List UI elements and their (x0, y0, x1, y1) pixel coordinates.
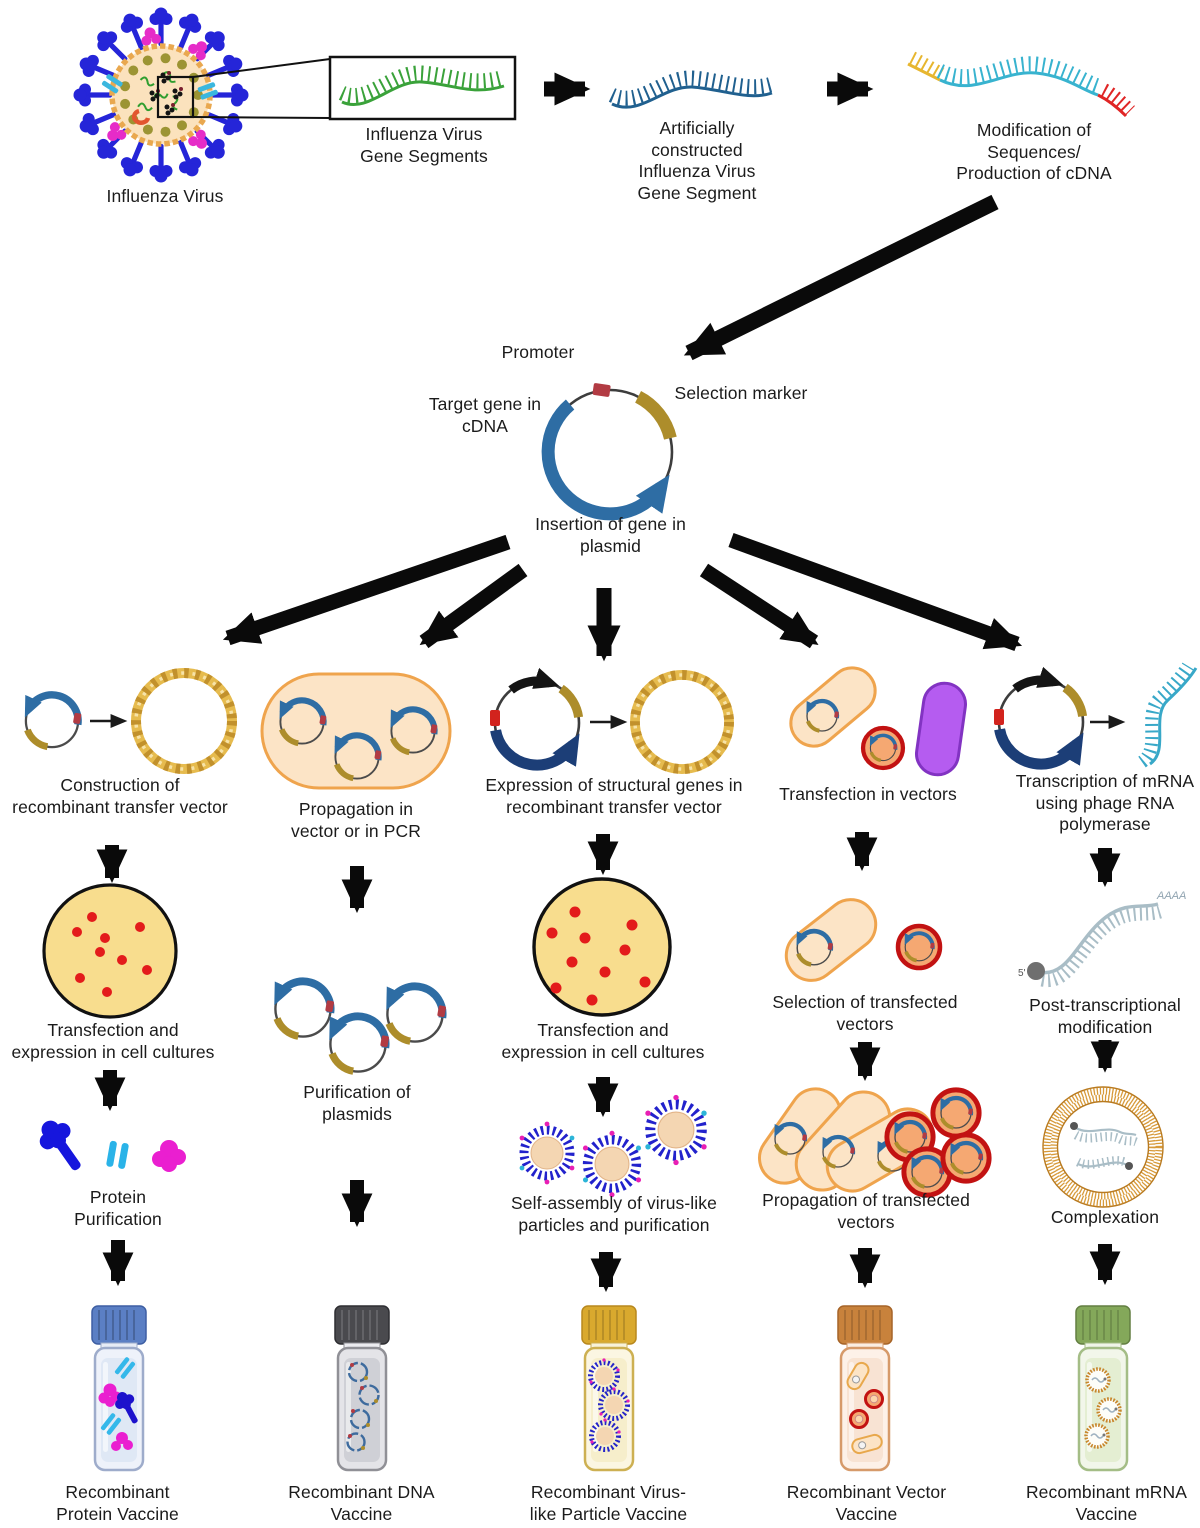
label-artificial-segment: Artificially constructed Influenza Virus… (637, 118, 757, 204)
influenza-virus-icon (73, 7, 249, 183)
five-prime-label: 5' (1018, 968, 1026, 979)
label-target-gene: Target gene in cDNA (428, 394, 542, 436)
label-insertion-caption: Insertion of gene in plasmid (535, 514, 686, 556)
capped-mrna-icon-b5: 5' AAAA (1018, 890, 1186, 988)
mrna-icon-b5 (1137, 662, 1198, 768)
label-b3-step2: Transfection and expression in cell cult… (501, 1020, 705, 1062)
label-vaccine-protein: Recombinant Protein Vaccine (56, 1482, 179, 1524)
label-gene-segments: Influenza Virus Gene Segments (360, 124, 488, 166)
vial-vector (837, 1305, 893, 1472)
label-modification: Modification of Sequences/ Production of… (956, 120, 1112, 184)
label-b2-step2: Purification of plasmids (303, 1082, 411, 1124)
fan-arrow-5 (728, 532, 1023, 652)
bacteria-capsule-icon-b2 (260, 672, 452, 790)
transfer-vector-ring-b3 (635, 675, 729, 769)
label-influenza-virus: Influenza Virus (106, 186, 224, 206)
selected-vectors-icon-b4 (784, 898, 940, 982)
label-b1-step3: Protein Purification (74, 1187, 162, 1229)
vlp-icons-b3 (520, 1095, 707, 1197)
petri-dish-icon-b3 (532, 877, 672, 1017)
poly-a-label: AAAA (1156, 890, 1186, 902)
label-b3-step3: Self-assembly of virus-like particles an… (511, 1193, 717, 1235)
plasmids-icon-b2 (275, 981, 446, 1071)
vectors-icon-b4 (789, 666, 967, 777)
lnp-icon-b5 (1042, 1086, 1164, 1208)
label-vaccine-vector: Recombinant Vector Vaccine (786, 1482, 947, 1524)
plasmid-icon-b5 (994, 680, 1083, 764)
petri-dish-icon-b1 (42, 883, 178, 1019)
plasmid-icon-b3 (490, 681, 579, 765)
cdna-rna-icon (907, 51, 1135, 118)
fan-arrow-2 (419, 563, 528, 649)
vial-mrna (1075, 1305, 1131, 1472)
vial-vlp (581, 1305, 637, 1472)
label-b5-step3: Complexation (1050, 1207, 1160, 1227)
label-b1-step2: Transfection and expression in cell cult… (11, 1020, 215, 1062)
label-vaccine-dna: Recombinant DNA Vaccine (288, 1482, 435, 1524)
label-b5-step2: Post-transcriptional modification (1029, 995, 1181, 1037)
gene-segment-rna-icon (338, 65, 507, 106)
label-b3-step1: Expression of structural genes in recomb… (485, 775, 743, 817)
label-b2-step1: Propagation in vector or in PCR (291, 799, 421, 841)
plasmid-icon-b1 (26, 695, 82, 747)
fan-arrow-4 (699, 563, 819, 649)
label-b5-step1: Transcription of mRNA using phage RNA po… (1015, 771, 1195, 835)
label-vaccine-mrna: Recombinant mRNA Vaccine (1025, 1482, 1188, 1524)
arrow-to-plasmid (683, 194, 999, 361)
vial-dna (334, 1305, 390, 1472)
plasmid-map-icon (541, 383, 677, 521)
protein-icons-b1 (31, 1112, 186, 1179)
label-b4-step3: Propagation of transfected vectors (762, 1190, 970, 1232)
magnify-box (156, 55, 517, 121)
label-b1-step1: Construction of recombinant transfer vec… (12, 775, 228, 817)
fan-arrow-1 (222, 534, 511, 646)
transfer-vector-ring-b1 (136, 673, 232, 769)
label-selection-marker: Selection marker (674, 383, 808, 403)
label-promoter: Promoter (501, 342, 575, 362)
vial-protein (91, 1305, 147, 1472)
propagated-vectors-icon-b4 (758, 1087, 989, 1201)
artificial-rna-icon (608, 70, 775, 109)
label-vaccine-vlp: Recombinant Virus- like Particle Vaccine (529, 1482, 688, 1524)
label-b4-step1: Transfection in vectors (779, 784, 957, 804)
label-b4-step2: Selection of transfected vectors (772, 992, 958, 1034)
